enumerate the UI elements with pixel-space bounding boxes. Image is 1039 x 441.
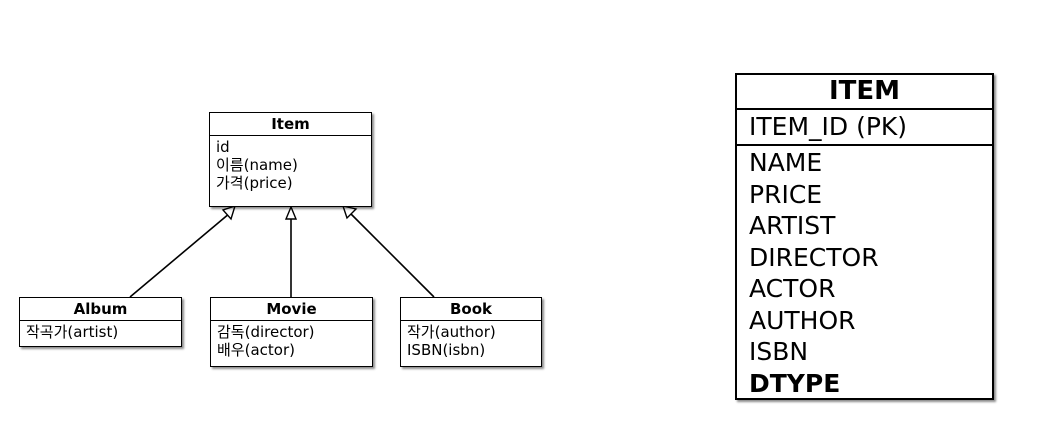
item-table-box: ITEM ITEM_ID (PK) NAME PRICE ARTIST DIRE… xyxy=(735,73,994,400)
movie-class-name: Movie xyxy=(211,298,372,321)
book-inheritance-arrowhead xyxy=(341,205,358,220)
item-attr-price: 가격(price) xyxy=(216,174,293,192)
book-class-name: Book xyxy=(401,298,541,321)
album-attr-artist: 작곡가(artist) xyxy=(26,323,119,341)
album-class-attributes: 작곡가(artist) xyxy=(20,321,181,344)
column-actor: ACTOR xyxy=(749,274,836,303)
item-class-name: Item xyxy=(210,113,371,136)
item-attr-id: id xyxy=(216,138,230,156)
album-inheritance-arrowhead xyxy=(221,204,237,221)
book-class-attributes: 작가(author) ISBN(isbn) xyxy=(401,321,541,362)
album-class-box: Album 작곡가(artist) xyxy=(19,297,182,347)
book-attr-author: 작가(author) xyxy=(407,323,496,341)
column-price: PRICE xyxy=(749,179,823,209)
item-table-columns: NAME PRICE ARTIST DIRECTOR ACTOR AUTHOR … xyxy=(737,146,992,399)
movie-inheritance-arrowhead xyxy=(284,205,298,220)
column-name: NAME xyxy=(749,148,823,177)
column-artist: ARTIST xyxy=(749,211,836,240)
movie-class-box: Movie 감독(director) 배우(actor) xyxy=(210,297,373,367)
movie-attr-director: 감독(director) xyxy=(217,323,315,341)
album-inheritance-line xyxy=(129,212,231,298)
item-class-box: Item id 이름(name) 가격(price) xyxy=(209,112,372,207)
column-dtype: DTYPE xyxy=(749,368,841,398)
album-class-name: Album xyxy=(20,298,181,321)
column-isbn: ISBN xyxy=(749,337,809,366)
item-table-name: ITEM xyxy=(737,75,992,110)
movie-attr-actor: 배우(actor) xyxy=(217,341,295,359)
item-attr-name: 이름(name) xyxy=(216,156,298,174)
item-class-attributes: id 이름(name) 가격(price) xyxy=(210,136,371,195)
column-author: AUTHOR xyxy=(749,305,856,335)
book-class-box: Book 작가(author) ISBN(isbn) xyxy=(400,297,542,367)
column-director: DIRECTOR xyxy=(749,242,879,272)
item-table-primary-key: ITEM_ID (PK) xyxy=(737,110,992,146)
book-attr-isbn: ISBN(isbn) xyxy=(407,341,486,359)
book-inheritance-line xyxy=(350,213,435,298)
movie-class-attributes: 감독(director) 배우(actor) xyxy=(211,321,372,362)
